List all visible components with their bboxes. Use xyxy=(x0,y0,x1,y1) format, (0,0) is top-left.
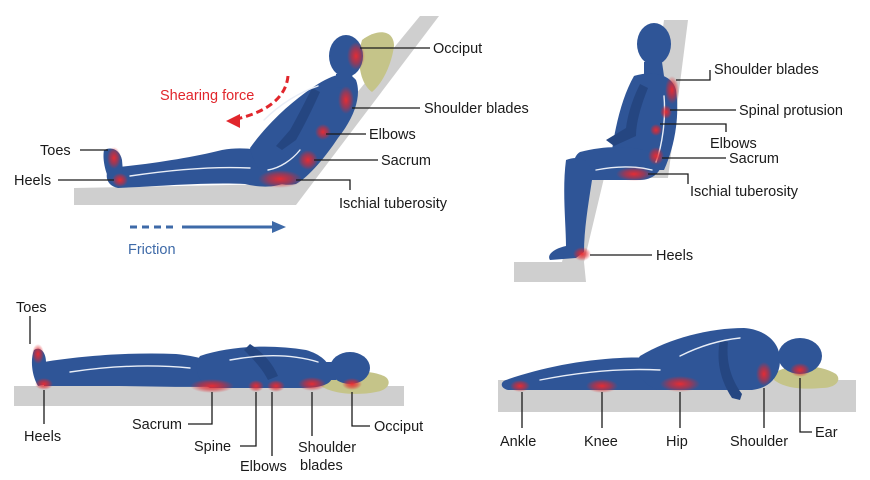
friction-arrowhead xyxy=(272,221,286,233)
side-lying-hotspot-hip xyxy=(660,376,700,392)
supine-label-sacrum: Sacrum xyxy=(132,417,182,433)
supine-hotspot-heels xyxy=(35,378,53,390)
reclining-label-toes: Toes xyxy=(40,143,71,159)
supine-hotspot-sacrum xyxy=(190,379,234,393)
sitting-label-ischial-tuberosity: Ischial tuberosity xyxy=(690,184,799,200)
side-lying-hotspot-shoulder xyxy=(756,362,772,386)
supine-label-elbows: Elbows xyxy=(240,459,287,475)
supine-hotspot-spine xyxy=(248,380,264,392)
reclining-hotspot-shoulder-blades xyxy=(338,86,354,114)
supine-label-spine: Spine xyxy=(194,439,231,455)
shearing-force-arrowhead xyxy=(226,114,240,128)
reclining-hotspot-heels xyxy=(112,173,128,187)
reclining-label-shoulder-blades: Shoulder blades xyxy=(424,101,529,117)
sitting-hotspot-sacrum xyxy=(648,147,664,165)
panel-supine: Toes Heels Sacrum Spine Elbows Shoulder … xyxy=(14,300,423,475)
reclining-label-elbows: Elbows xyxy=(369,127,416,143)
side-lying-label-hip: Hip xyxy=(666,434,688,450)
reclining-label-ischial-tuberosity: Ischial tuberosity xyxy=(339,196,448,212)
friction-label: Friction xyxy=(128,242,176,258)
sitting-label-shoulder-blades: Shoulder blades xyxy=(714,62,819,78)
reclining-label-heels: Heels xyxy=(14,173,51,189)
side-lying-label-knee: Knee xyxy=(584,434,618,450)
panel-reclining: Occiput Shoulder blades Elbows Sacrum Is… xyxy=(14,16,529,258)
shearing-force-label: Shearing force xyxy=(160,88,254,104)
panel-sitting: Shoulder blades Spinal protusion Elbows … xyxy=(514,20,843,282)
sitting-label-spinal-protusion: Spinal protusion xyxy=(739,103,843,119)
reclining-hotspot-toes xyxy=(107,147,121,169)
reclining-label-occiput: Occiput xyxy=(433,41,482,57)
sitting-body xyxy=(549,23,677,260)
sitting-label-elbows: Elbows xyxy=(710,136,757,152)
side-lying-hotspot-ankle xyxy=(510,380,530,392)
supine-hotspot-shoulder-blades xyxy=(298,377,326,391)
sitting-hotspot-heels xyxy=(573,247,591,261)
side-lying-hotspot-ear xyxy=(790,363,810,377)
reclining-hotspot-ischial xyxy=(258,170,302,188)
sitting-hotspot-spinal xyxy=(660,105,672,119)
reclining-hotspot-elbows xyxy=(315,124,331,140)
supine-label-shoulder-blades-line1: Shoulder xyxy=(298,440,356,456)
side-lying-hotspot-knee xyxy=(586,379,618,393)
reclining-hotspot-occiput xyxy=(347,42,365,70)
panel-side-lying: Ankle Knee Hip Shoulder Ear xyxy=(498,328,856,450)
sitting-label-heels: Heels xyxy=(656,248,693,264)
supine-label-toes: Toes xyxy=(16,300,47,316)
supine-label-occiput: Occiput xyxy=(374,419,423,435)
sitting-label-sacrum: Sacrum xyxy=(729,151,779,167)
supine-label-shoulder-blades-line2: blades xyxy=(300,458,343,474)
supine-hotspot-elbows xyxy=(267,380,285,392)
side-lying-label-ankle: Ankle xyxy=(500,434,536,450)
sitting-hotspot-elbows xyxy=(650,124,662,136)
reclining-label-sacrum: Sacrum xyxy=(381,153,431,169)
sitting-hotspot-ischial xyxy=(616,167,652,181)
reclining-pillow xyxy=(359,32,394,92)
supine-label-heels: Heels xyxy=(24,429,61,445)
supine-hotspot-toes xyxy=(32,344,44,364)
supine-hotspot-occiput xyxy=(342,378,362,390)
side-lying-label-shoulder: Shoulder xyxy=(730,434,788,450)
side-lying-label-ear: Ear xyxy=(815,425,838,441)
